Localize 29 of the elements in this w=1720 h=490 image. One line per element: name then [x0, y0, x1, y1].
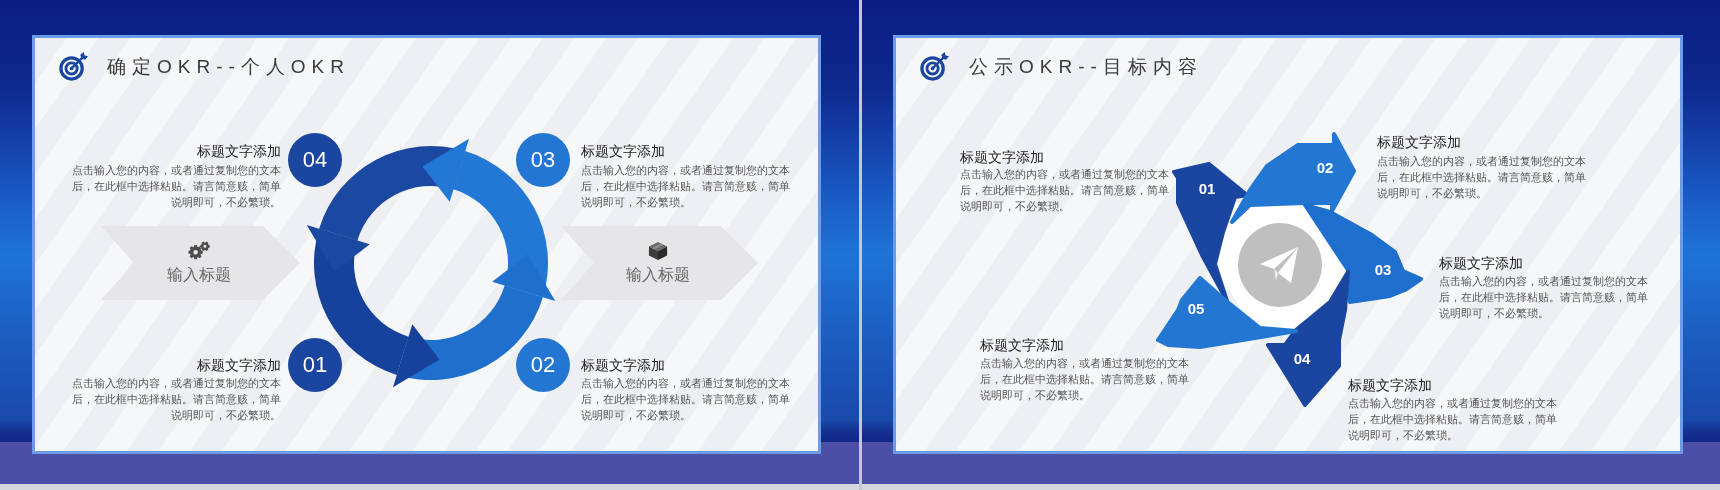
- body-text: 点击输入您的内容，或者通过复制您的文本后，在此框中选择粘贴。请言简意赅，简单说明即可，不必繁琐。: [1348, 396, 1558, 443]
- heading-text: 标题文字添加: [1439, 254, 1523, 273]
- heading-text: 标题文字添加: [581, 142, 665, 161]
- body-text: 点击输入您的内容，或者通过复制您的文本后，在此框中选择粘贴。请言简意赅，简单说明即可，不必繁琐。: [980, 356, 1190, 403]
- chevron-shape: [561, 226, 758, 300]
- body-text: 点击输入您的内容，或者通过复制您的文本后，在此框中选择粘贴。请言简意赅，简单说明即可，不必繁琐。: [71, 376, 281, 423]
- body-text: 点击输入您的内容，或者通过复制您的文本后，在此框中选择粘贴。请言简意赅，简单说明即可，不必繁琐。: [71, 163, 281, 210]
- slide-title: 确定OKR--个人OKR: [107, 55, 350, 79]
- arrow-shape: 02: [1230, 132, 1356, 224]
- heading-text: 标题文字添加: [581, 356, 665, 375]
- heading-text: 标题文字添加: [197, 142, 281, 161]
- arrow-shape: 05: [1156, 276, 1298, 349]
- heading-text: 标题文字添加: [980, 336, 1064, 355]
- heading-text: 标题文字添加: [1348, 376, 1432, 395]
- body-text: 点击输入您的内容，或者通过复制您的文本后，在此框中选择粘贴。请言简意赅，简单说明即可，不必繁琐。: [581, 376, 791, 423]
- body-text: 点击输入您的内容，或者通过复制您的文本后，在此框中选择粘贴。请言简意赅，简单说明即可，不必繁琐。: [1377, 154, 1587, 201]
- body-text: 点击输入您的内容，或者通过复制您的文本后，在此框中选择粘贴。请言简意赅，简单说明即可，不必繁琐。: [960, 167, 1170, 214]
- heading-text: 标题文字添加: [960, 148, 1044, 167]
- slide-panel: [893, 35, 1683, 454]
- arrow-shape: 01: [1172, 162, 1249, 303]
- heading-text: 标题文字添加: [197, 356, 281, 375]
- chevron-label: 输入标题: [167, 265, 231, 285]
- body-text: 点击输入您的内容，或者通过复制您的文本后，在此框中选择粘贴。请言简意赅，简单说明即可，不必繁琐。: [581, 163, 791, 210]
- arrow-shape: 03: [1303, 203, 1423, 304]
- chevron-label: 输入标题: [626, 265, 690, 285]
- body-text: 点击输入您的内容，或者通过复制您的文本后，在此框中选择粘贴。请言简意赅，简单说明即可，不必繁琐。: [1439, 274, 1649, 321]
- heading-text: 标题文字添加: [1377, 133, 1461, 152]
- chevron-shape: [101, 226, 300, 300]
- slide-title: 公示OKR--目标内容: [969, 55, 1203, 79]
